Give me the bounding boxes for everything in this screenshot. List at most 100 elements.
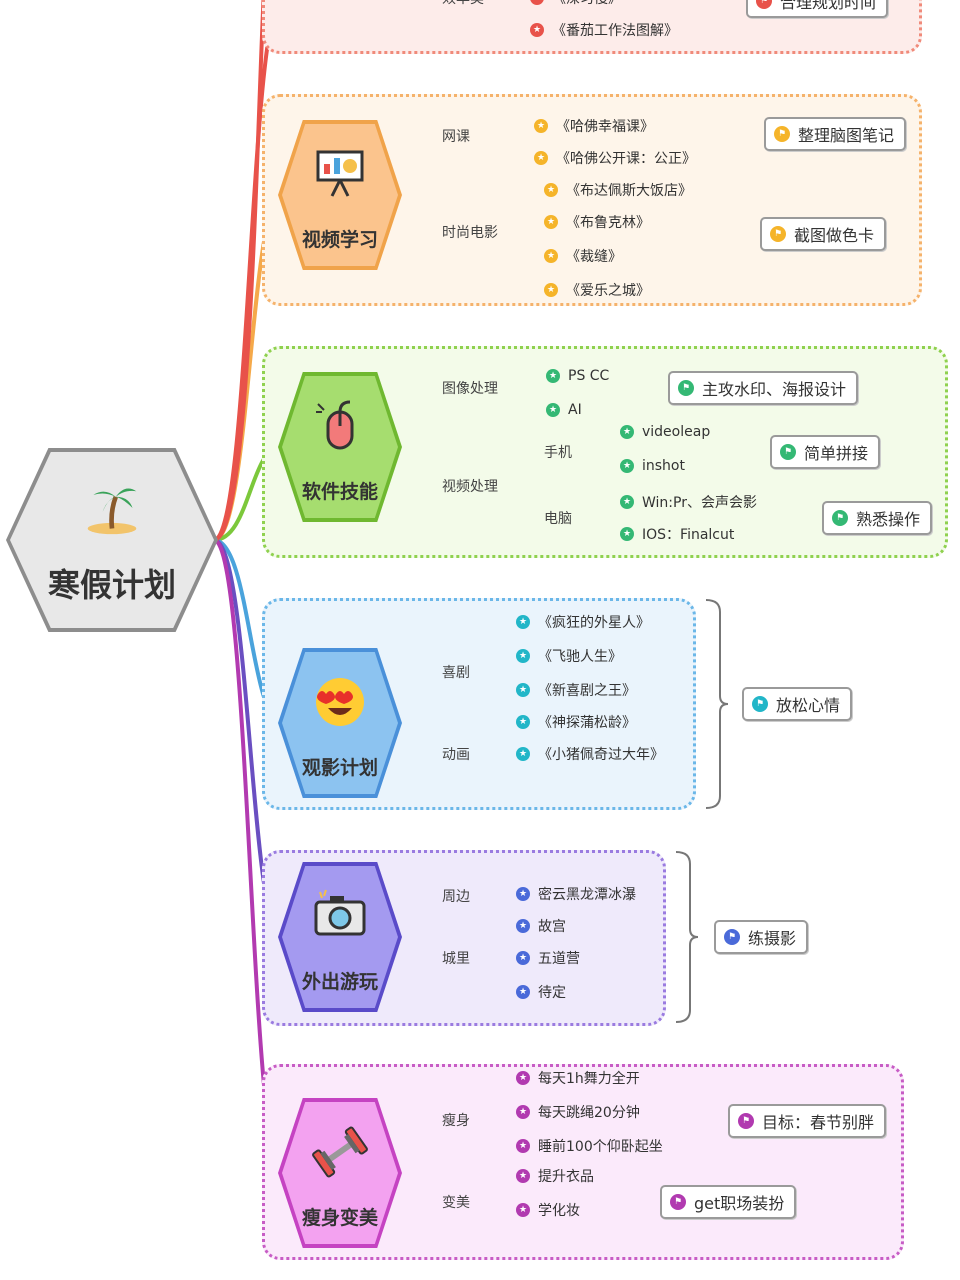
leaf-text: 每天跳绳20分钟 <box>538 1105 640 1121</box>
leaf-item: ★密云黑龙潭冰瀑 <box>516 884 636 904</box>
tag-text: 放松心情 <box>776 696 841 715</box>
leaf-text: 《哈佛公开课：公正》 <box>556 151 696 167</box>
section-title: 视频学习 <box>301 229 378 251</box>
subgroup-label: 手机 <box>544 445 572 461</box>
section-node-software[interactable]: 软件技能 <box>278 372 402 522</box>
palm-island-icon <box>87 488 137 535</box>
leaf-text: 《飞驰人生》 <box>538 649 622 665</box>
leaf-text: 睡前100个仰卧起坐 <box>538 1139 663 1155</box>
star-icon: ★ <box>544 249 558 263</box>
flag-icon: ⚑ <box>756 0 772 9</box>
leaf-item: ★ 《裁缝》 <box>544 246 622 266</box>
leaf-item: ★ 睡前100个仰卧起坐 <box>516 1136 663 1156</box>
star-icon: ★ <box>516 1169 530 1183</box>
leaf-text: 待定 <box>538 985 566 1001</box>
flag-icon: ⚑ <box>832 510 848 526</box>
tag-work-outfit[interactable]: ⚑ get职场装扮 <box>660 1185 797 1219</box>
group-label: 视频处理 <box>442 479 498 495</box>
tag-photography[interactable]: ⚑练摄影 <box>714 920 809 954</box>
leaf-text: 《布鲁克林》 <box>566 215 650 231</box>
tag-text: 练摄影 <box>748 929 797 948</box>
star-icon: ★ <box>546 369 560 383</box>
section-node-fitness[interactable]: 瘦身变美 <box>278 1098 402 1248</box>
leaf-text: IOS：Finalcut <box>642 527 735 543</box>
group-label: 网课 <box>442 129 470 145</box>
subgroup-label: 电脑 <box>544 511 572 527</box>
star-icon: ★ <box>620 425 634 439</box>
flag-icon: ⚑ <box>774 126 790 142</box>
star-icon: ★ <box>516 985 530 999</box>
leaf-item: ★每天1h舞力全开 <box>516 1068 640 1088</box>
section-node-movie[interactable]: 观影计划 <box>278 648 402 798</box>
flag-icon: ⚑ <box>770 226 786 242</box>
leaf-text: 提升衣品 <box>538 1169 594 1185</box>
group-label: 喜剧 <box>442 665 470 681</box>
leaf-text: 故宫 <box>538 919 566 935</box>
root-title: 寒假计划 <box>47 566 176 604</box>
flag-icon: ⚑ <box>678 380 694 396</box>
leaf-text: 密云黑龙潭冰瀑 <box>538 887 636 903</box>
leaf-item: ★故宫 <box>516 916 566 936</box>
leaf-item: ★PS CC <box>546 368 609 384</box>
section-node-travel[interactable]: 外出游玩 <box>278 862 402 1012</box>
section-title: 瘦身变美 <box>301 1207 378 1229</box>
star-icon: ★ <box>620 459 634 473</box>
star-icon: ★ <box>516 1139 530 1153</box>
tag-watermark-poster[interactable]: ⚑ 主攻水印、海报设计 <box>668 371 859 405</box>
star-icon: ★ <box>534 119 548 133</box>
star-icon: ★ <box>544 183 558 197</box>
star-icon: ★ <box>620 495 634 509</box>
leaf-item: ★《爱乐之城》 <box>544 280 650 300</box>
tag-color-card[interactable]: ⚑截图做色卡 <box>760 217 887 251</box>
connector-line <box>213 0 266 542</box>
group-label: 时尚电影 <box>442 225 498 241</box>
leaf-text: inshot <box>642 458 685 474</box>
section-node-video[interactable]: 视频学习 <box>278 120 402 270</box>
leaf-item: ★ 每天跳绳20分钟 <box>516 1102 640 1122</box>
leaf-text: 《爱乐之城》 <box>566 283 650 299</box>
leaf-shenximan: ★《深习慢》 <box>530 0 622 8</box>
flag-icon: ⚑ <box>670 1194 686 1210</box>
camera-icon <box>314 889 366 936</box>
leaf-text: 《疯狂的外星人》 <box>538 615 650 631</box>
star-icon: ★ <box>516 615 530 629</box>
leaf-text: 每天1h舞力全开 <box>538 1071 640 1087</box>
tag-plan-time[interactable]: ⚑合理规划时间 <box>746 0 889 18</box>
star-icon: ★ <box>620 527 634 541</box>
star-icon: ★ <box>530 0 544 5</box>
tag-no-fat[interactable]: ⚑ 目标：春节别胖 <box>728 1104 887 1138</box>
star-icon: ★ <box>516 1105 530 1119</box>
tag-relax[interactable]: ⚑放松心情 <box>742 687 853 721</box>
leaf-item: ★《神探蒲松龄》 <box>516 712 636 732</box>
tag-text: 熟悉操作 <box>856 510 921 529</box>
tag-simple-splice[interactable]: ⚑简单拼接 <box>770 435 881 469</box>
leaf-item: ★ 《飞驰人生》 <box>516 646 622 666</box>
section-title: 软件技能 <box>301 481 378 503</box>
flag-icon: ⚑ <box>738 1113 754 1129</box>
leaf-item: ★ IOS：Finalcut <box>620 524 734 544</box>
tag-text: 主攻水印、海报设计 <box>702 380 847 399</box>
presentation-icon <box>316 150 364 197</box>
group-label: 动画 <box>442 747 470 763</box>
leaf-text: AI <box>568 402 582 418</box>
tag-text: 目标：春节别胖 <box>762 1113 875 1132</box>
leaf-item: ★ 《哈佛幸福课》 <box>534 116 654 136</box>
group-label: 瘦身 <box>442 1113 470 1129</box>
group-label: 城里 <box>442 951 470 967</box>
leaf-text: 五道营 <box>538 951 580 967</box>
leaf-text: 《裁缝》 <box>566 249 622 265</box>
mouse-icon <box>316 400 354 450</box>
heart-eyes-icon <box>316 678 364 726</box>
leaf-item: ★《布鲁克林》 <box>544 212 650 232</box>
group-label: 图像处理 <box>442 381 498 397</box>
connector-line <box>705 599 729 809</box>
root-node[interactable]: 寒假计划 <box>6 448 218 632</box>
label-efficiency: 效率类 <box>442 0 484 8</box>
tag-master-ops[interactable]: ⚑ 熟悉操作 <box>822 501 933 535</box>
star-icon: ★ <box>516 649 530 663</box>
leaf-item: ★AI <box>546 402 582 418</box>
leaf-text: 《哈佛幸福课》 <box>556 119 654 135</box>
tag-mindmap-notes[interactable]: ⚑整理脑图笔记 <box>764 117 907 151</box>
leaf-text: 《神探蒲松龄》 <box>538 715 636 731</box>
tag-text: get职场装扮 <box>694 1194 785 1213</box>
